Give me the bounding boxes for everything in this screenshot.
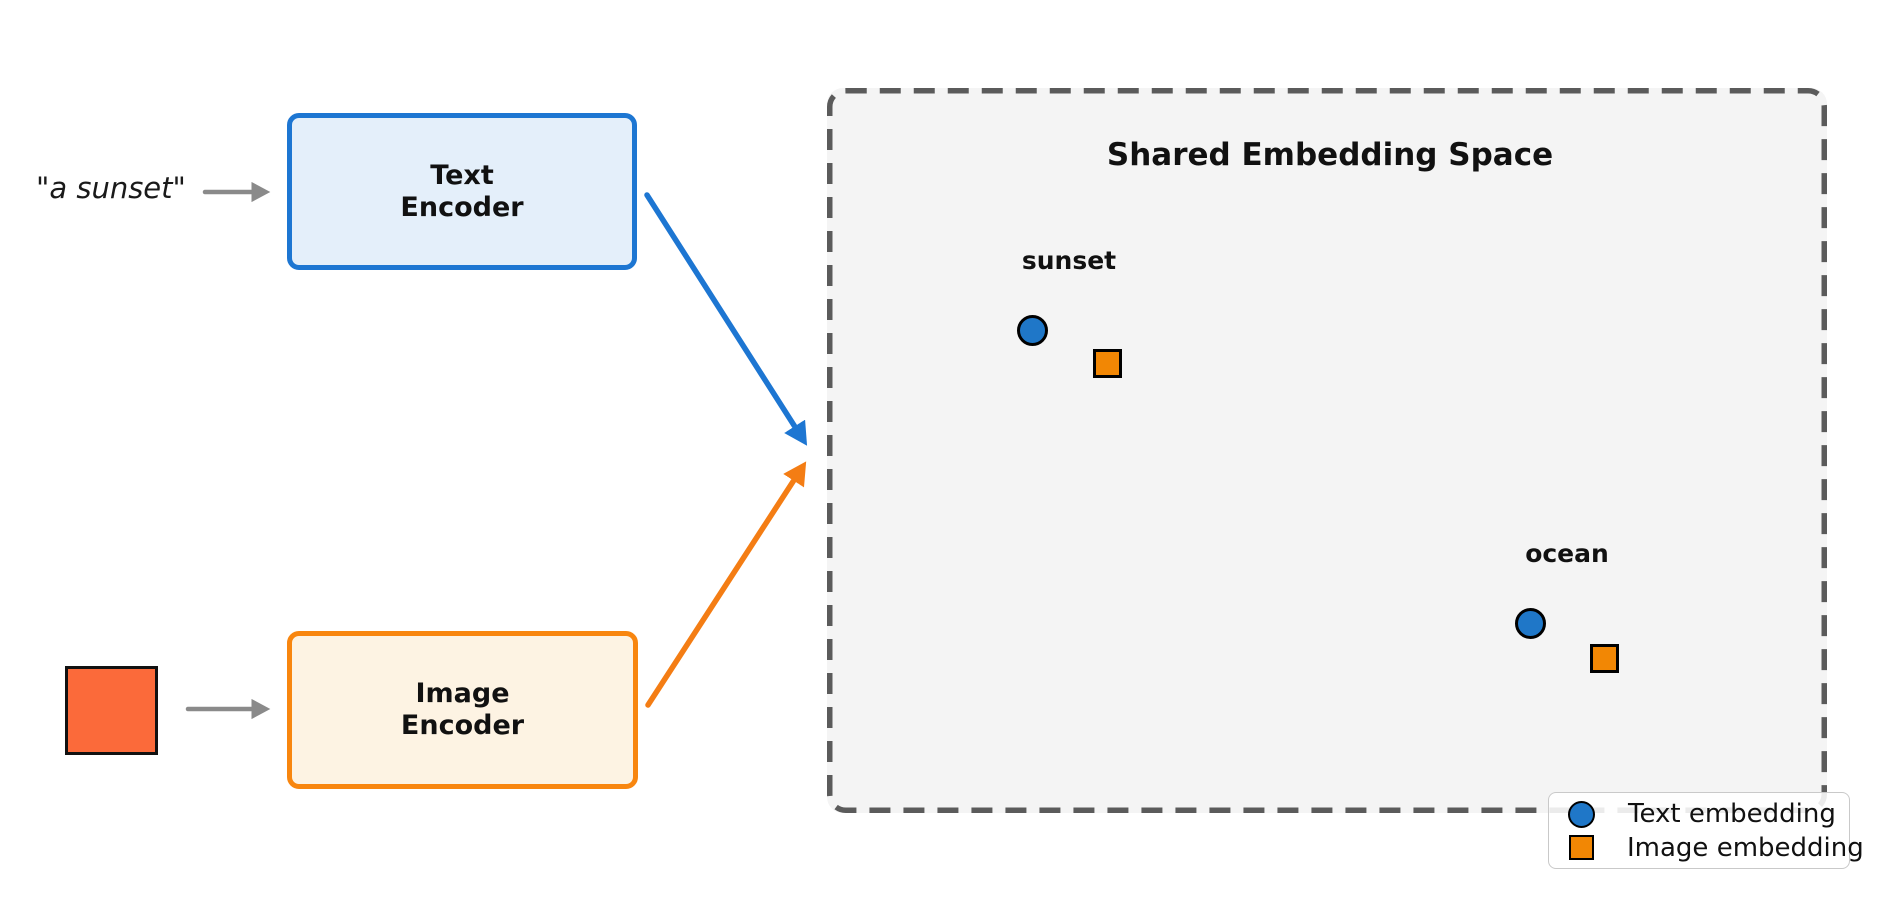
shared-embedding-space-panel: Shared Embedding Space sunset ocean Text… bbox=[827, 88, 1864, 869]
text-encoder-line2: Encoder bbox=[400, 191, 524, 223]
legend-row-text-embedding: Text embedding bbox=[1568, 799, 1839, 829]
text-encoder-box: Text Encoder bbox=[287, 113, 637, 270]
legend-label-image-embedding: Image embedding bbox=[1627, 832, 1864, 863]
legend: Text embedding Image embedding bbox=[1548, 792, 1864, 869]
input-image-swatch bbox=[65, 666, 158, 755]
image-encoder-line2: Encoder bbox=[400, 710, 525, 741]
text-encoder-label: Text Encoder bbox=[400, 160, 523, 224]
sunset-text-embedding-marker bbox=[1017, 315, 1048, 346]
image-encoder-box: Image Encoder bbox=[287, 631, 638, 789]
close-quote: " bbox=[172, 171, 186, 205]
circle-icon bbox=[1568, 800, 1595, 828]
panel-title: Shared Embedding Space bbox=[1106, 137, 1554, 173]
image-encoder-line1: Image bbox=[415, 678, 510, 710]
text-input-label: "a sunset" bbox=[36, 171, 186, 205]
dashed-border bbox=[827, 88, 1827, 813]
text-input-value: a sunset bbox=[49, 171, 173, 205]
legend-row-image-embedding: Image embedding bbox=[1568, 835, 1864, 861]
square-icon bbox=[1569, 835, 1594, 860]
ocean-text-embedding-marker bbox=[1515, 608, 1546, 639]
image-encoder-label: Image Encoder bbox=[401, 678, 524, 742]
cluster-label-sunset: sunset bbox=[1021, 246, 1117, 275]
legend-label-text-embedding: Text embedding bbox=[1628, 799, 1836, 829]
text-encoder-line1: Text bbox=[430, 159, 494, 191]
cluster-label-ocean: ocean bbox=[1525, 539, 1609, 568]
sunset-image-embedding-marker bbox=[1093, 349, 1122, 378]
text-encoder-to-space-arrow bbox=[644, 192, 808, 446]
open-quote: " bbox=[36, 171, 50, 205]
image-encoder-to-space-arrow bbox=[645, 461, 807, 708]
ocean-image-embedding-marker bbox=[1590, 644, 1619, 673]
